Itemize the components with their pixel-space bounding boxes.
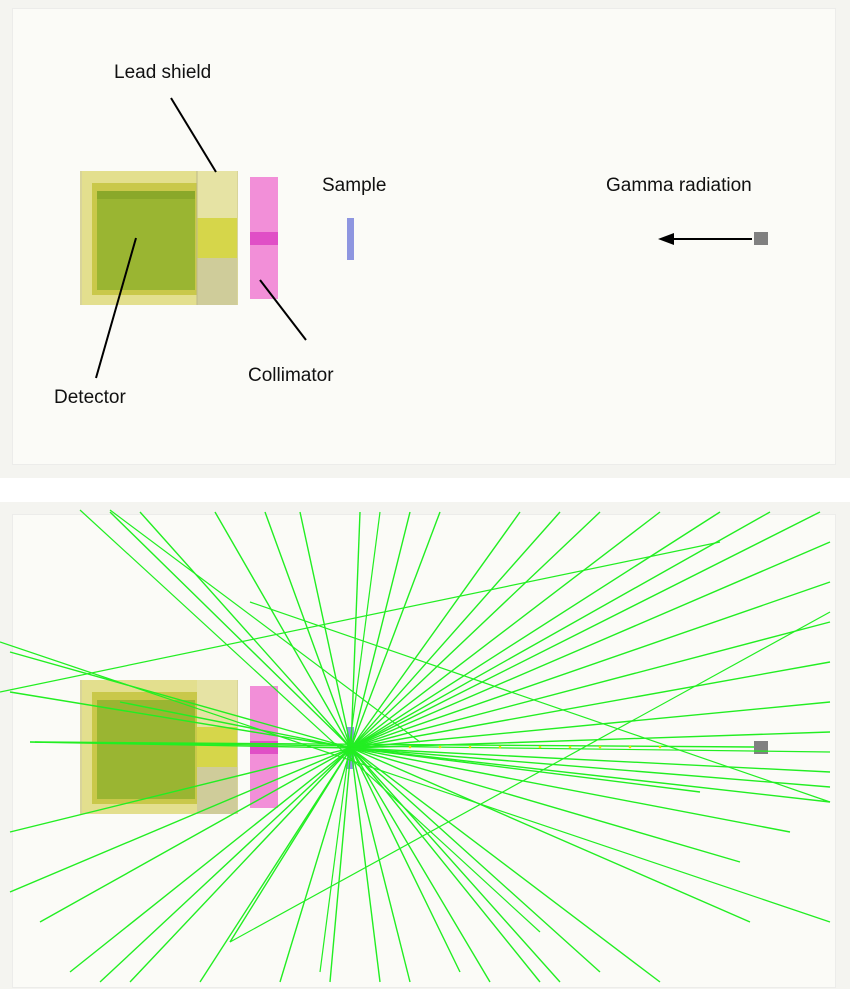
gamma-source: [754, 232, 768, 245]
gamma-ray-track: [350, 581, 831, 749]
shield-aperture: [197, 218, 237, 258]
gamma-ray-track: [350, 511, 361, 749]
radiation-arrow-icon: [658, 233, 752, 245]
gamma-ray-track: [9, 651, 352, 749]
simulation-drawing: [0, 509, 831, 983]
gamma-ray-track: [9, 747, 352, 893]
lead-shield-pointer: [170, 97, 217, 173]
gamma-ray-track: [350, 747, 541, 983]
sample-label: Sample: [322, 175, 387, 196]
beam-path-markers: [408, 745, 662, 749]
shield-front-upper: [197, 171, 237, 218]
gamma-ray-track: [9, 691, 352, 749]
gamma-ray-track: [0, 541, 721, 693]
gamma-ray-track: [99, 747, 352, 983]
geometry-drawing: [80, 97, 768, 379]
gamma-ray-track: [350, 747, 411, 983]
gamma-ray-track: [79, 509, 541, 933]
gamma-ray-track: [279, 747, 352, 983]
collimator: [250, 177, 278, 299]
gamma-ray-track: [0, 641, 831, 923]
gamma-ray-track: [299, 511, 352, 749]
sample: [347, 218, 354, 260]
gamma-ray-track: [350, 747, 461, 973]
gamma-ray-track: [69, 747, 352, 973]
gamma-ray-track: [350, 747, 831, 788]
gamma-ray-track: [29, 741, 831, 753]
gamma-ray-track: [350, 511, 661, 749]
gamma-ray-track: [264, 511, 352, 749]
gamma-ray-track: [199, 747, 352, 983]
gamma-ray-track: [350, 541, 831, 749]
collimator-label: Collimator: [248, 365, 334, 386]
gamma-ray-track: [350, 747, 831, 773]
gamma-ray-track: [9, 747, 352, 833]
detector-assembly: [80, 171, 238, 305]
sim-detector-assembly: [80, 680, 238, 814]
gamma-ray-track: [350, 747, 561, 983]
gamma-ray-track: [350, 747, 831, 803]
lead-shield-label: Lead shield: [114, 62, 212, 83]
simulation-panel: [0, 502, 850, 989]
gamma-ray-track: [350, 747, 741, 863]
gamma-ray-track: [39, 747, 352, 923]
gamma-ray-track: [350, 747, 601, 973]
detector-crystal: [97, 191, 195, 290]
beam-step-marker: [538, 745, 542, 749]
collimator-pointer: [259, 279, 307, 341]
gamma-ray-track: [249, 601, 831, 803]
gamma-radiation-label: Gamma radiation: [606, 175, 752, 196]
gamma-ray-track: [350, 511, 721, 749]
gamma-ray-track: [350, 747, 661, 983]
gamma-ray-track: [139, 511, 352, 749]
gamma-ray-track: [350, 511, 441, 749]
gamma-ray-track: [109, 509, 421, 743]
collimator-slit: [250, 232, 278, 245]
beam-step-marker: [568, 745, 572, 749]
sim-gamma-source: [754, 741, 768, 754]
gamma-ray-track: [229, 747, 352, 943]
gamma-ray-track: [329, 747, 352, 983]
gamma-ray-track: [350, 511, 821, 749]
primary-beam-track: [34, 741, 755, 748]
gamma-ray-track: [350, 511, 561, 749]
gamma-ray-tracks: [0, 509, 831, 983]
gamma-ray-track: [350, 621, 831, 749]
gamma-ray-track: [350, 511, 771, 749]
gamma-ray-track: [350, 511, 521, 749]
gamma-ray-track: [350, 511, 411, 749]
detector-pointer: [95, 237, 137, 379]
gamma-ray-track: [350, 747, 381, 983]
gamma-ray-track: [319, 511, 381, 973]
gamma-ray-track: [350, 747, 791, 833]
beam-step-marker: [438, 745, 442, 749]
beam-step-marker: [498, 745, 502, 749]
beam-step-marker: [628, 745, 632, 749]
gamma-ray-track: [350, 747, 701, 793]
gamma-ray-track: [229, 611, 831, 943]
gamma-ray-track: [119, 701, 352, 749]
gamma-ray-track: [350, 661, 831, 749]
detector-label: Detector: [54, 387, 126, 408]
beam-step-marker: [408, 745, 412, 749]
geometry-panel: Lead shield Sample Gamma radiation Detec…: [0, 0, 850, 478]
beam-step-marker: [468, 745, 472, 749]
gamma-ray-track: [350, 747, 491, 983]
gamma-ray-track: [350, 747, 751, 923]
beam-step-marker: [598, 745, 602, 749]
gamma-ray-track: [350, 701, 831, 749]
gamma-ray-track: [214, 511, 352, 749]
shield-front-lower: [197, 258, 237, 305]
gamma-ray-track: [350, 511, 601, 749]
gamma-ray-track: [129, 747, 352, 983]
beam-step-marker: [658, 745, 662, 749]
gamma-ray-track: [109, 511, 352, 749]
